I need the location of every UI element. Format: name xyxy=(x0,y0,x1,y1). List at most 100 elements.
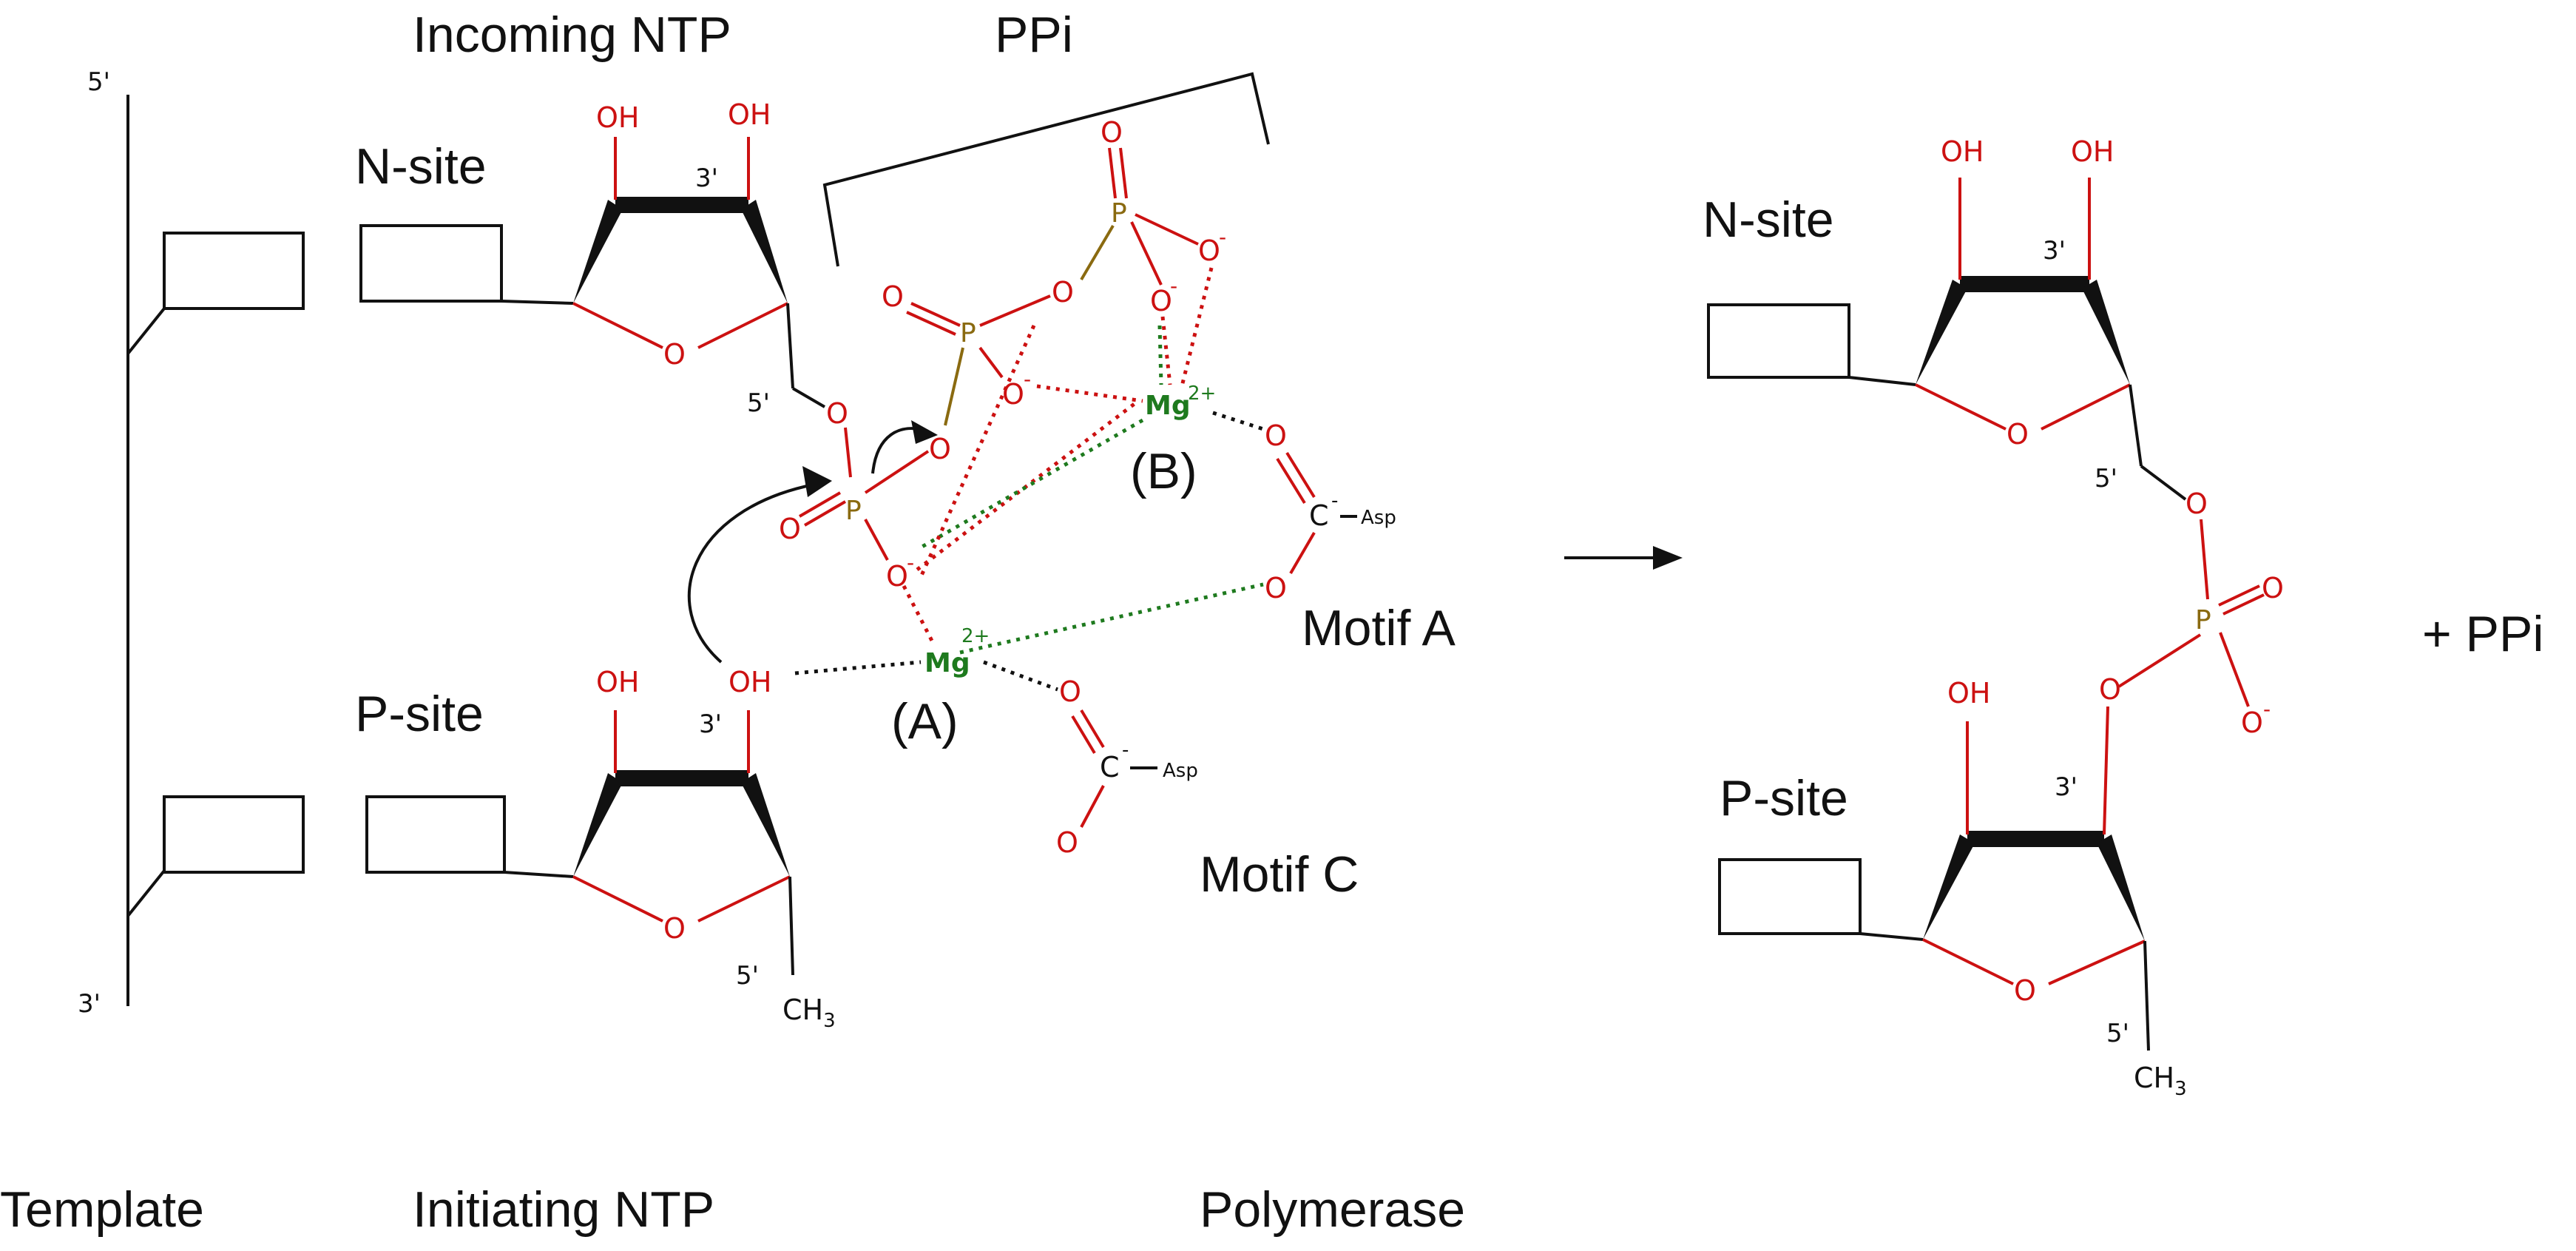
label-n-site-right: N-site xyxy=(1703,192,1834,248)
product-upper-3oh: OH xyxy=(2071,135,2114,168)
metal-b-charge: 2+ xyxy=(1188,382,1216,405)
gamma-o-minus-bond-a xyxy=(1135,213,1199,246)
template-3prime: 3' xyxy=(78,989,101,1019)
reaction-arrow xyxy=(1564,546,1683,570)
motif-a-asp-single-bond xyxy=(1289,531,1316,575)
product-upper-c5-bond xyxy=(2129,384,2143,467)
product-upper-glycosidic-bond xyxy=(1848,376,1916,386)
gamma-o-minus-a: O xyxy=(1198,235,1220,267)
coord-pp-to-alpha xyxy=(919,324,1036,579)
gamma-phosphorus: P xyxy=(1111,198,1127,229)
initiating-ntp-ring-o-bond-b xyxy=(697,875,791,923)
incoming-ntp-glycosidic-bond xyxy=(501,300,574,305)
initiating-ntp-base xyxy=(365,795,506,874)
coord-mg-a-to-asp-a xyxy=(959,582,1264,655)
product-phosphodiester: O P O O - O xyxy=(2099,488,2284,739)
incoming-ntp-ring-oxygen: O xyxy=(663,338,686,371)
product-double-oxygen: O xyxy=(2262,572,2284,604)
reaction-arrow-head xyxy=(1653,546,1683,570)
beta-o-minus-bond xyxy=(978,346,1004,379)
product-upper-5prime: 5' xyxy=(2095,464,2117,493)
coord-beta-o-to-mg-b xyxy=(1036,384,1143,403)
incoming-ntp-c5-o-bond xyxy=(791,387,826,408)
template-5prime: 5' xyxy=(87,67,110,97)
text-labels: Incoming NTP PPi N-site P-site N-site P-… xyxy=(0,7,2543,1238)
motif-c-asp-double-bond-b xyxy=(1071,715,1096,755)
label-incoming-ntp: Incoming NTP xyxy=(413,7,731,63)
nucleophilic-attack-arrow xyxy=(687,483,814,664)
initiating-ntp-3prime: 3' xyxy=(699,709,722,739)
product-p-o-bond-lower xyxy=(2117,633,2202,688)
product-lower-ch3: CH3 xyxy=(2134,1062,2187,1100)
beta-gamma-bridge-bond xyxy=(979,294,1051,327)
product-upper-ring-o-bond-a xyxy=(1915,383,2007,431)
beta-phosphorus: P xyxy=(960,318,976,348)
alpha-bridge-oxygen: O xyxy=(826,397,848,430)
gamma-double-oxygen: O xyxy=(1101,116,1123,149)
metal-b-label: (B) xyxy=(1130,443,1197,499)
product-upper-ring-oxygen: O xyxy=(2007,418,2029,451)
product-upper-wedge-left xyxy=(1916,280,1967,385)
initiating-ntp-wedge-left xyxy=(573,773,623,877)
motif-a-asp-o-bottom: O xyxy=(1265,572,1287,604)
product-o-p-bond-upper xyxy=(2200,519,2209,600)
label-motif-a: Motif A xyxy=(1302,600,1456,656)
leaving-group-arrowhead xyxy=(911,420,938,444)
initiating-ntp-ch3-sub: 3 xyxy=(823,1010,836,1032)
motif-a-asp-o-top: O xyxy=(1265,419,1287,452)
alpha-double-oxygen: O xyxy=(779,513,801,545)
initiating-ntp-wedge-right xyxy=(741,773,790,877)
product-upper-base xyxy=(1707,303,1850,379)
product-lower-ch3-sub: 3 xyxy=(2174,1078,2187,1100)
incoming-ntp-wedge-right xyxy=(741,200,788,303)
product-3-oxygen: O xyxy=(2099,673,2121,706)
label-ppi-top: PPi xyxy=(995,7,1073,63)
coord-asp-a-to-mg-b xyxy=(1212,411,1264,431)
motif-a-asp-carbon: C xyxy=(1309,499,1329,532)
beta-gamma-bridge-oxygen: O xyxy=(1052,276,1074,308)
initiating-ntp-ring-o-bond-a xyxy=(572,875,663,923)
incoming-ntp-sugar: O OH OH 3' 5' xyxy=(359,98,826,418)
label-initiating-ntp: Initiating NTP xyxy=(413,1181,714,1238)
motif-a-asp-double-bond-a xyxy=(1285,451,1316,499)
coord-mg-b-to-alpha xyxy=(919,418,1144,550)
initiating-ntp-ring-oxygen: O xyxy=(663,912,686,945)
template-base-lower xyxy=(163,795,305,874)
incoming-ntp-c5-bond xyxy=(786,303,794,389)
gamma-o-minus-b: O xyxy=(1150,285,1172,317)
beta-o-minus-charge: - xyxy=(1024,367,1031,391)
gamma-o-minus-b-charge: - xyxy=(1170,274,1177,298)
product-o-minus: O xyxy=(2241,707,2263,739)
product-lower-ring-o-bond-b xyxy=(2048,940,2146,985)
initiating-ntp-sugar: O OH OH 3' 5' CH3 xyxy=(365,666,836,1032)
alpha-beta-bridge-bond xyxy=(864,450,930,494)
beta-double-oxygen: O xyxy=(882,280,904,313)
coord-3oh-to-mg-a xyxy=(794,660,922,675)
gamma-double-o-bond-a xyxy=(1108,147,1117,199)
motif-a-asp-double-bond-b xyxy=(1276,457,1306,505)
gamma-o-minus-bond-b xyxy=(1130,221,1163,286)
ppi-bracket xyxy=(822,72,1270,267)
beta-double-o-bond-a xyxy=(910,302,961,327)
product-lower-ring-o-bond-a xyxy=(1922,938,2014,985)
coord-mg-a-to-asp-c xyxy=(983,660,1058,692)
alpha-double-o-bond-b xyxy=(798,491,842,518)
incoming-ntp-ring-o-bond-b xyxy=(697,302,788,349)
motif-a-asp-carbon-charge: - xyxy=(1331,490,1338,512)
motif-c-asp-carbon-charge: - xyxy=(1122,739,1129,761)
product-lower-wedge-left xyxy=(1923,834,1975,940)
product-lower-ring-oxygen: O xyxy=(2014,974,2036,1007)
motif-c-asp-carbon: C xyxy=(1100,751,1120,783)
alpha-o-bond xyxy=(844,427,852,478)
incoming-ntp-3oh: OH xyxy=(728,98,771,131)
incoming-ntp-2oh: OH xyxy=(596,101,639,134)
gamma-o-minus-a-charge: - xyxy=(1219,225,1226,249)
label-motif-c: Motif C xyxy=(1200,846,1359,903)
product-p-double-o-bond-a xyxy=(2218,584,2260,607)
product-lower-5prime: 5' xyxy=(2106,1019,2129,1048)
motif-c-asp-o-bottom: O xyxy=(1056,826,1078,859)
incoming-ntp-wedge-left xyxy=(573,200,623,303)
beta-o-bond xyxy=(944,347,964,426)
